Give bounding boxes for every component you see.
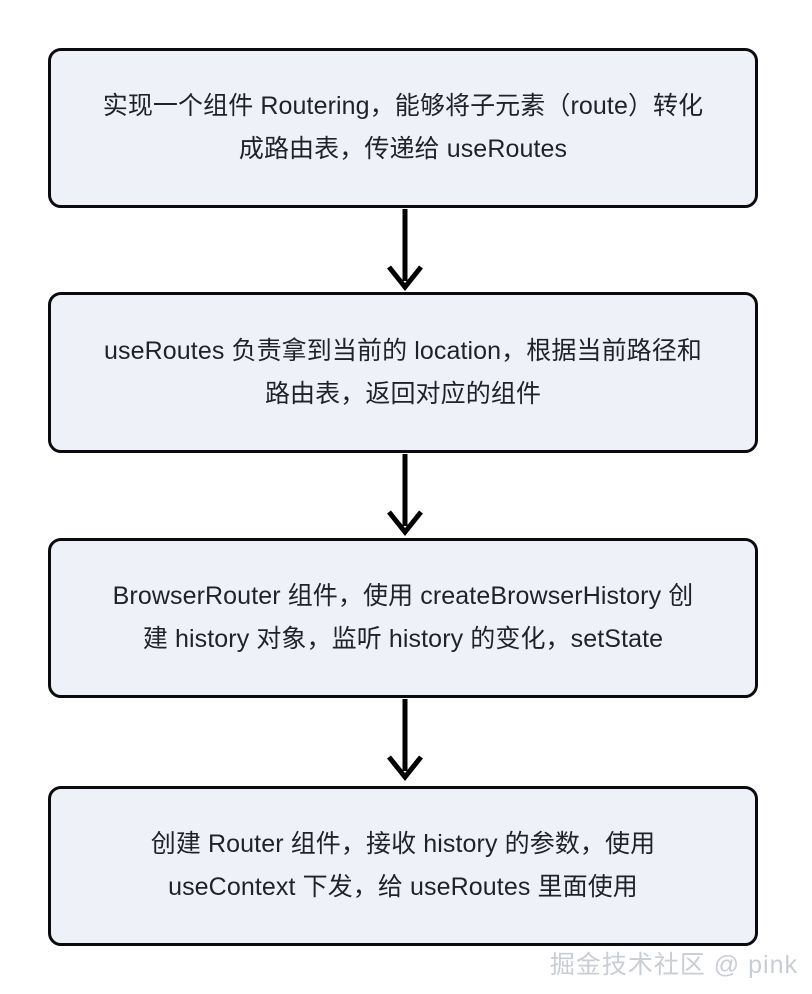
flowchart-node-4[interactable]: 创建 Router 组件，接收 history 的参数，使用 useContex… (48, 786, 758, 946)
flowchart-node-2-label: useRoutes 负责拿到当前的 location，根据当前路径和 路由表，返… (104, 336, 702, 408)
flowchart-connector-1 (381, 207, 429, 293)
flowchart-connector-2 (381, 452, 429, 538)
flowchart-node-1[interactable]: 实现一个组件 Routering，能够将子元素（route）转化 成路由表，传递… (48, 48, 758, 208)
flowchart-node-2[interactable]: useRoutes 负责拿到当前的 location，根据当前路径和 路由表，返… (48, 292, 758, 453)
flowchart-node-3-label: BrowserRouter 组件，使用 createBrowserHistory… (112, 582, 694, 653)
flowchart-node-3[interactable]: BrowserRouter 组件，使用 createBrowserHistory… (48, 538, 758, 698)
arrow-down-icon (387, 454, 423, 537)
flowchart-node-4-label: 创建 Router 组件，接收 history 的参数，使用 useContex… (150, 830, 656, 901)
arrow-down-icon (387, 209, 423, 292)
watermark-label: 掘金技术社区 @ pink (549, 951, 798, 979)
flowchart-node-1-label: 实现一个组件 Routering，能够将子元素（route）转化 成路由表，传递… (102, 92, 704, 163)
arrow-down-icon (387, 699, 423, 782)
flowchart-connector-3 (381, 697, 429, 783)
